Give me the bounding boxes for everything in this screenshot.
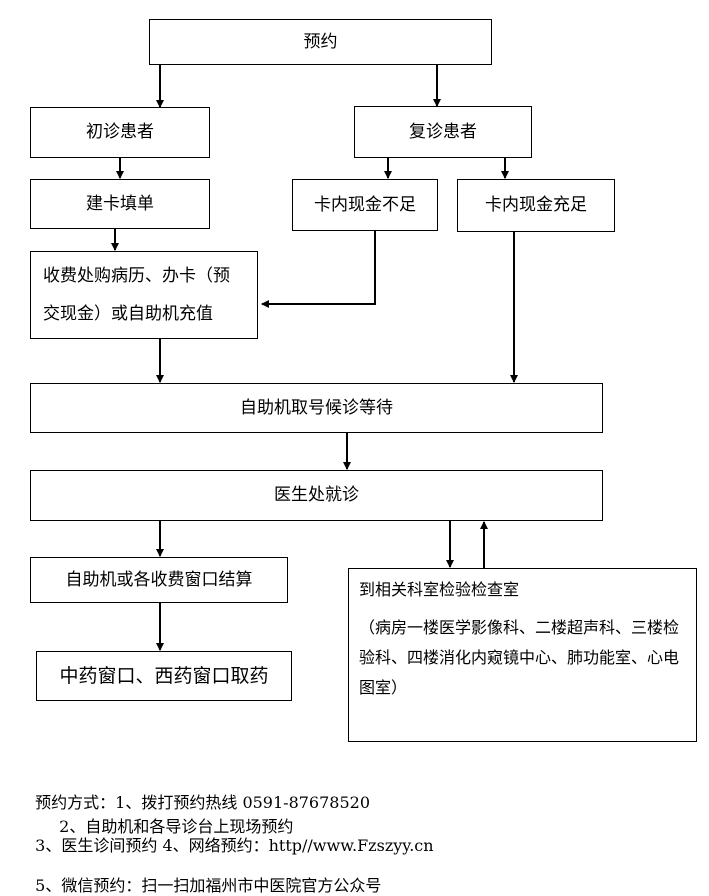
node-exam-detail: （病房一楼医学影像科、二楼超声科、三楼检验科、四楼消化内窥镜中心、肺功能室、心电… bbox=[359, 618, 680, 697]
appointment-methods-line1: 预约方式：1、拨打预约热线 0591-87678520 2、自助机和各导诊台上现… bbox=[25, 770, 370, 837]
node-cash-sufficient-label: 卡内现金充足 bbox=[485, 195, 587, 216]
node-appointment-label: 预约 bbox=[303, 31, 338, 52]
node-payment-line1: 收费处购病历、办卡（预 bbox=[43, 266, 230, 286]
note-line3: 5、微信预约：扫一扫加福州市中医院官方公众号 bbox=[35, 876, 382, 895]
node-doctor: 医生处就诊 bbox=[30, 470, 603, 521]
note-line2: 3、医生诊间预约 4、网络预约：http//www.Fzszyy.cn bbox=[35, 836, 434, 855]
node-return-visit-label: 复诊患者 bbox=[409, 121, 477, 142]
appointment-methods-line3: 5、微信预约：扫一扫加福州市中医院官方公众号 bbox=[25, 853, 381, 896]
node-pharmacy: 中药窗口、西药窗口取药 bbox=[36, 651, 292, 701]
node-card-fill: 建卡填单 bbox=[30, 179, 210, 229]
node-exam-title: 到相关科室检验检查室 bbox=[359, 580, 520, 599]
node-appointment: 预约 bbox=[149, 19, 492, 65]
node-exam: 到相关科室检验检查室 （病房一楼医学影像科、二楼超声科、三楼检验科、四楼消化内窥… bbox=[348, 568, 697, 742]
node-first-visit-label: 初诊患者 bbox=[86, 122, 154, 143]
arrow-insufficient-to-payment bbox=[261, 231, 376, 308]
node-payment: 收费处购病历、办卡（预 交现金）或自助机充值 bbox=[30, 251, 258, 339]
node-cash-insufficient-label: 卡内现金不足 bbox=[314, 194, 416, 215]
node-settlement: 自助机或各收费窗口结算 bbox=[30, 557, 288, 603]
note-line1-a: 预约方式：1、拨打预约热线 0591-87678520 bbox=[35, 793, 371, 812]
node-kiosk-queue-label: 自助机取号候诊等待 bbox=[240, 397, 393, 418]
node-card-fill-label: 建卡填单 bbox=[86, 193, 154, 214]
node-return-visit: 复诊患者 bbox=[354, 106, 532, 158]
node-first-visit: 初诊患者 bbox=[30, 107, 210, 158]
node-payment-line2: 交现金）或自助机充值 bbox=[43, 304, 213, 324]
node-cash-sufficient: 卡内现金充足 bbox=[457, 179, 615, 232]
node-kiosk-queue: 自助机取号候诊等待 bbox=[30, 383, 603, 433]
appointment-methods-line2: 3、医生诊间预约 4、网络预约：http//www.Fzszyy.cn bbox=[25, 813, 434, 856]
note-line1-b: 2、自助机和各导诊台上现场预约 bbox=[59, 817, 294, 836]
node-cash-insufficient: 卡内现金不足 bbox=[292, 179, 438, 231]
node-pharmacy-label: 中药窗口、西药窗口取药 bbox=[59, 664, 269, 687]
node-settlement-label: 自助机或各收费窗口结算 bbox=[65, 569, 253, 590]
node-doctor-label: 医生处就诊 bbox=[274, 485, 359, 506]
